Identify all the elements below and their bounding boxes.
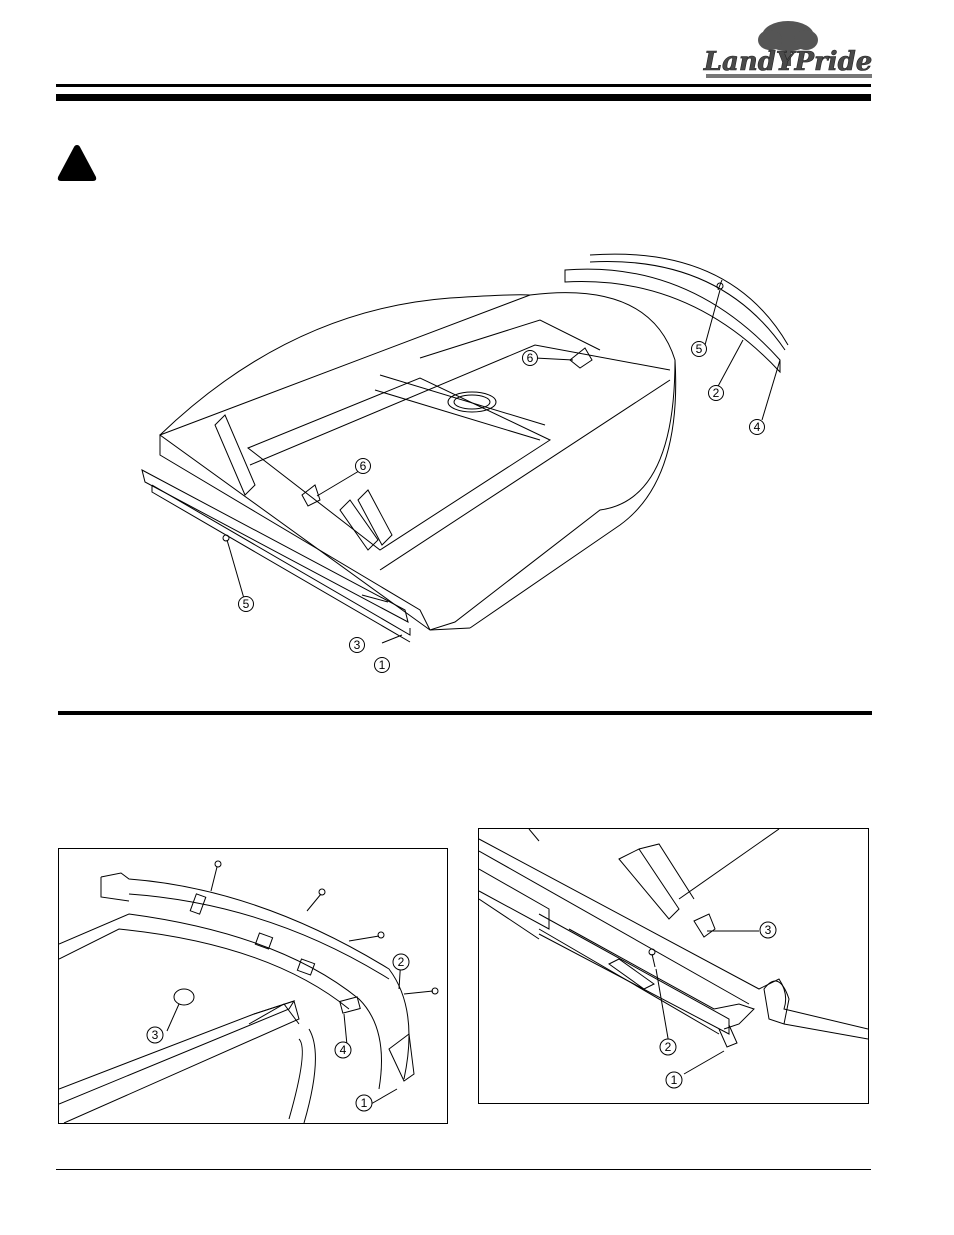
svg-text:6: 6	[527, 351, 534, 365]
top-callouts: 1 2 3 4 5 5 6 6	[0, 0, 954, 700]
callout-5-front: 5	[239, 597, 254, 612]
svg-text:4: 4	[754, 420, 761, 434]
callout-4: 4	[750, 420, 765, 435]
callout-6-front: 6	[356, 459, 371, 474]
svg-text:6: 6	[360, 459, 367, 473]
front-rail-detail-figure	[478, 828, 869, 1104]
callout-3: 3	[350, 638, 365, 653]
svg-text:1: 1	[379, 658, 386, 672]
callout-2: 2	[709, 386, 724, 401]
svg-text:5: 5	[243, 597, 250, 611]
callout-5-rear: 5	[692, 342, 707, 357]
callout-1: 1	[375, 658, 390, 673]
svg-text:3: 3	[354, 638, 361, 652]
svg-text:2: 2	[713, 386, 720, 400]
rear-rail-detail-figure	[58, 848, 448, 1124]
section-rule	[58, 711, 872, 715]
footer-rule	[56, 1169, 871, 1170]
svg-text:5: 5	[696, 342, 703, 356]
callout-6-rear: 6	[523, 351, 538, 366]
